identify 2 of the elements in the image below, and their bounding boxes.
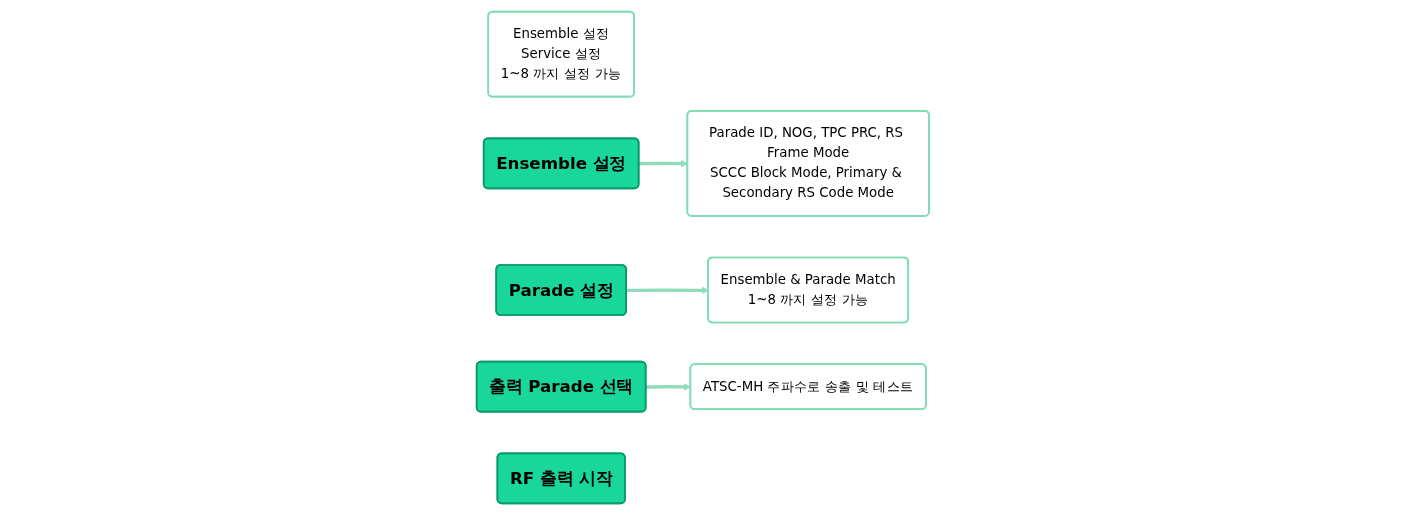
arrow: [638, 159, 688, 168]
arrow: [645, 383, 691, 391]
